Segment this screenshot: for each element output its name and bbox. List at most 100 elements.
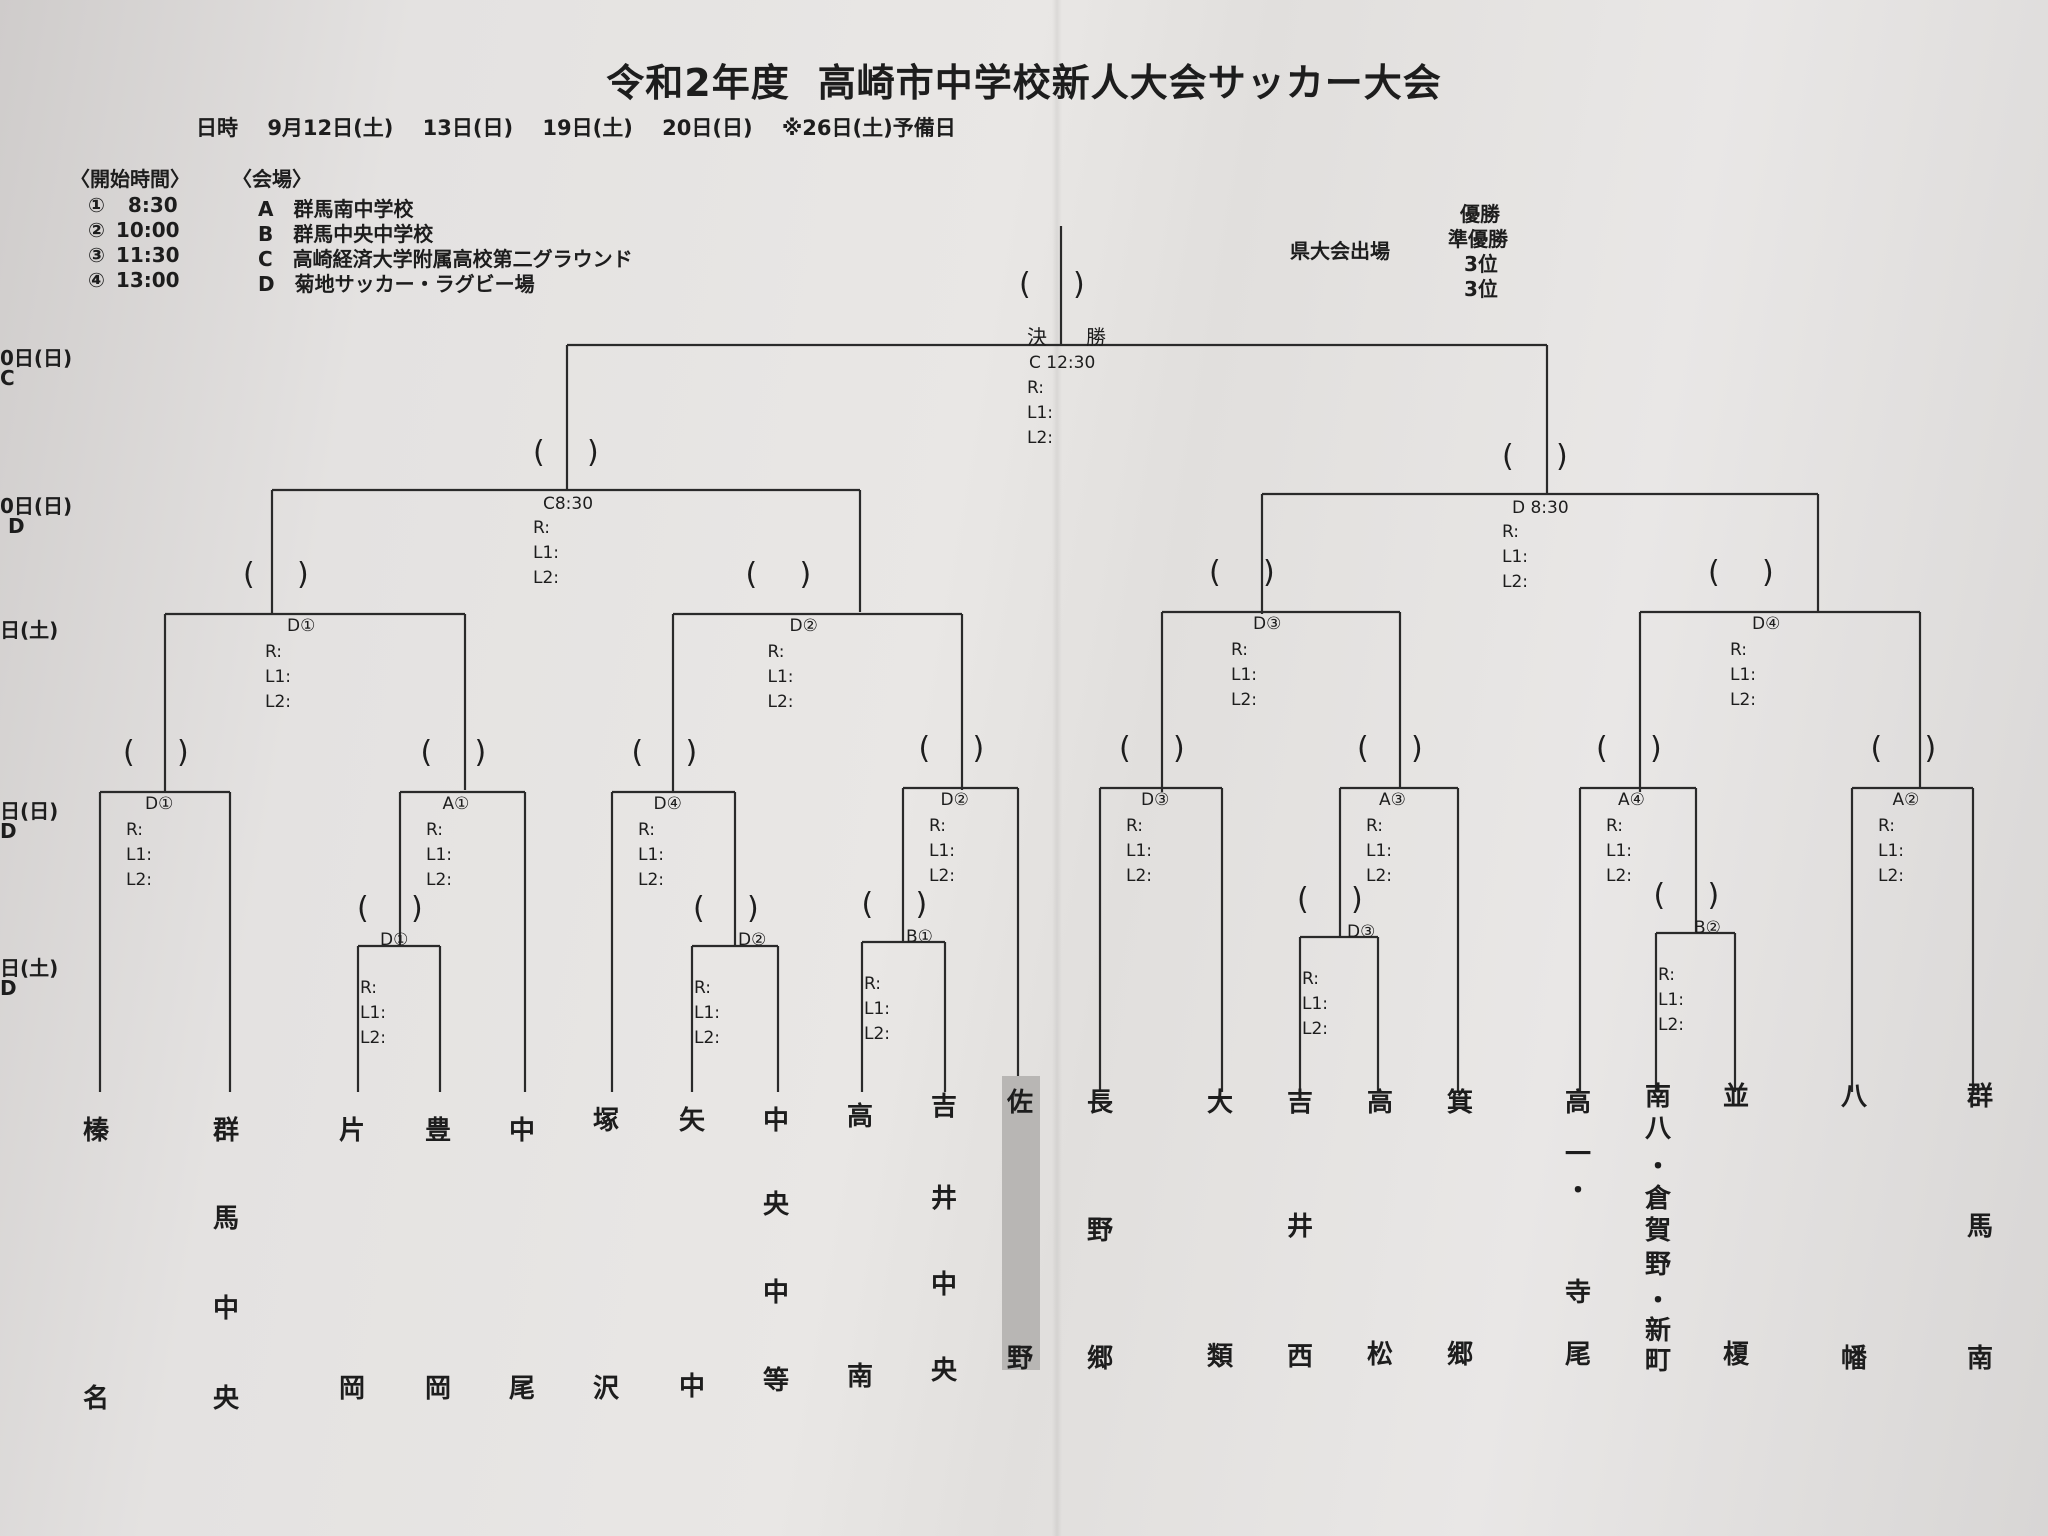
- r1-match-5-result: R:: [1658, 965, 1676, 985]
- qf-match-4-paren-close: ): [1762, 555, 1774, 590]
- team-name-char: 郷: [1446, 1340, 1473, 1370]
- team-name-char: 群: [212, 1116, 239, 1146]
- venue-name: 高崎経済大学附属高校第二グラウンド: [292, 247, 633, 271]
- time-mark: ①: [88, 193, 105, 217]
- start-times-header: 〈開始時間〉: [70, 167, 190, 191]
- qf-match-1-paren-close: ): [297, 557, 309, 592]
- r2-match-5-label: D③: [1141, 790, 1170, 810]
- r1-match-3-paren-open: (: [861, 887, 874, 922]
- team-name-char: ・: [1644, 1152, 1671, 1182]
- r2-match-7-paren-close: ): [1650, 731, 1662, 766]
- team-name-char: 八: [1644, 1114, 1671, 1144]
- venue-name: 菊地サッカー・ラグビー場: [294, 272, 535, 296]
- r2-match-8-line2: L2:: [1878, 866, 1905, 886]
- r1-match-4-result: R:: [1302, 969, 1320, 989]
- r2-match-2-paren-close: ): [474, 735, 487, 770]
- rank-third: 3位: [1464, 277, 1498, 301]
- r1-match-4-line1: L1:: [1302, 994, 1329, 1014]
- sf-match-2-paren-close: ): [1556, 439, 1568, 474]
- team-name-char: 寺: [1564, 1278, 1591, 1308]
- r2-match-7-line1: L1:: [1606, 841, 1633, 861]
- venue-name: 群馬南中学校: [293, 197, 414, 221]
- team-name-char: 中: [678, 1372, 705, 1402]
- qf-match-3-line1: L1:: [1231, 665, 1258, 685]
- team-name-char: 野: [1644, 1250, 1671, 1280]
- sf-match-1-line1: L1:: [533, 543, 560, 563]
- r2-match-5-line2: L2:: [1126, 866, 1153, 886]
- r1-match-4-paren-open: (: [1297, 882, 1309, 917]
- final-match-line2: L2:: [1027, 428, 1054, 448]
- r1-match-3-paren-close: ): [915, 887, 928, 922]
- venue-code: D: [258, 272, 275, 296]
- team-name-char: 郷: [1086, 1344, 1113, 1374]
- final-match-paren-open: (: [1019, 267, 1031, 302]
- r1-match-2-result: R:: [694, 978, 712, 998]
- start-time-row: ④ 13:00: [88, 268, 180, 292]
- team-name-char: 吉: [1286, 1088, 1313, 1118]
- qf-match-4-result: R:: [1730, 640, 1748, 660]
- date-3: 19日(土): [542, 116, 633, 140]
- round-venue-label: D: [8, 514, 25, 538]
- qf-match-1-line1: L1:: [265, 667, 292, 687]
- team-name-char: 類: [1206, 1342, 1233, 1372]
- team-name-char: ・: [1564, 1176, 1591, 1206]
- sf-match-2-label: D 8:30: [1512, 498, 1569, 518]
- team-name-char: 並: [1722, 1082, 1749, 1112]
- team-name-char: 南: [1644, 1082, 1671, 1112]
- team-name-char: 賀: [1644, 1216, 1671, 1246]
- team-name-char: 岡: [424, 1374, 451, 1404]
- final-label-left: 決: [1027, 325, 1047, 349]
- team-name-char: 南: [1966, 1344, 1993, 1374]
- r1-match-3-line1: L1:: [864, 999, 891, 1019]
- time-value: 8:30: [127, 193, 178, 217]
- rank-runner-up: 準優勝: [1448, 227, 1508, 251]
- team-name-char: 豊: [424, 1116, 451, 1146]
- r1-match-3-result: R:: [864, 974, 882, 994]
- time-mark: ②: [88, 218, 105, 242]
- r2-match-5-line1: L1:: [1126, 841, 1153, 861]
- venue-name: 群馬中央中学校: [293, 222, 434, 246]
- sf-match-2-result: R:: [1502, 522, 1520, 542]
- r1-match-5-line1: L1:: [1658, 990, 1685, 1010]
- qf-match-2-paren-close: ): [799, 557, 812, 592]
- r2-match-4-line2: L2:: [929, 866, 956, 886]
- team-name-char: ・: [1644, 1286, 1671, 1316]
- team-name-char: 野: [1006, 1344, 1033, 1374]
- r1-match-1-label: D①: [380, 930, 409, 950]
- r2-match-1-paren-open: (: [123, 735, 135, 770]
- team-name-char: 松: [1366, 1340, 1393, 1370]
- title-year: 令和2年度: [606, 61, 790, 105]
- qf-match-1-result: R:: [265, 642, 283, 662]
- team-name-char: 馬: [212, 1204, 239, 1234]
- date-1: 9月12日(土): [267, 116, 394, 140]
- r2-match-4-line1: L1:: [929, 841, 956, 861]
- r2-match-1-line2: L2:: [126, 870, 153, 890]
- team-name-char: 岡: [338, 1374, 365, 1404]
- team-name-char: 幡: [1840, 1344, 1867, 1374]
- sf-match-1-result: R:: [533, 518, 551, 538]
- qf-match-1-paren-open: (: [243, 557, 255, 592]
- team-name-char: 高: [1564, 1088, 1591, 1118]
- team-name-char: 央: [930, 1356, 957, 1386]
- qf-match-2-paren-open: (: [745, 557, 758, 592]
- team-name-char: 中: [762, 1278, 789, 1308]
- team-name-char: 箕: [1446, 1088, 1473, 1118]
- r2-match-6-result: R:: [1366, 816, 1384, 836]
- team-name-char: 矢: [678, 1106, 705, 1136]
- r1-match-1-paren-close: ): [411, 891, 423, 926]
- round-venue-label: D: [0, 819, 17, 843]
- start-time-row: ② 10:00: [88, 218, 180, 242]
- r2-match-6-label: A③: [1379, 790, 1406, 810]
- sf-match-1-paren-close: ): [587, 435, 599, 470]
- r2-match-8-paren-open: (: [1870, 731, 1883, 766]
- team-name-char: 野: [1086, 1216, 1113, 1246]
- r2-match-4-paren-open: (: [918, 731, 931, 766]
- r1-match-2-paren-close: ): [747, 891, 759, 926]
- r1-match-5-line2: L2:: [1658, 1015, 1685, 1035]
- r2-match-2-line2: L2:: [426, 870, 453, 890]
- qf-match-4-line1: L1:: [1730, 665, 1757, 685]
- team-name-char: 新: [1644, 1316, 1671, 1346]
- team-name-char: 片: [338, 1116, 365, 1146]
- team-name-char: 町: [1644, 1346, 1671, 1376]
